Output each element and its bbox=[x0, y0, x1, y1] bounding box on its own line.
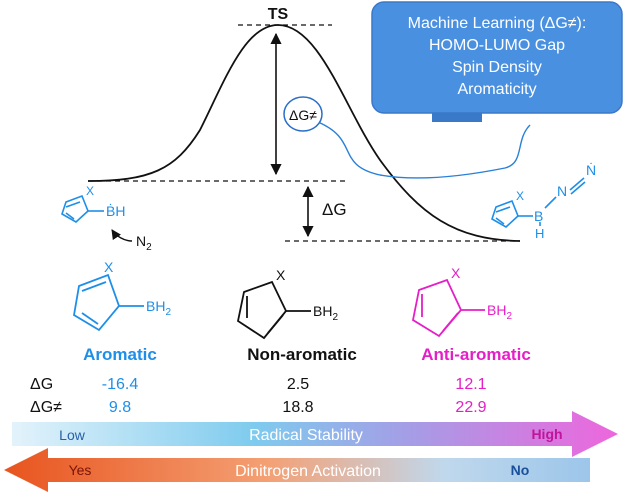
dg-act-bubble-label: ΔG≠ bbox=[289, 107, 317, 123]
energy-profile-curve bbox=[87, 24, 521, 242]
radical-stability-arrow bbox=[12, 411, 618, 457]
anti-aromatic-molecule bbox=[411, 278, 485, 338]
activation-arrow-yes: Yes bbox=[69, 462, 92, 478]
product-b: B bbox=[534, 208, 543, 224]
ml-box bbox=[371, 1, 623, 114]
non-aromatic-dg-act: 18.8 bbox=[282, 399, 313, 416]
non-aromatic-label: Non-aromatic bbox=[247, 345, 357, 364]
non-aromatic-bh2: BH2 bbox=[313, 303, 338, 323]
non-aromatic-molecule bbox=[236, 280, 311, 340]
anti-aromatic-label: Anti-aromatic bbox=[421, 345, 531, 364]
activation-arrow-no: No bbox=[511, 462, 530, 478]
ml-box-line4: Aromaticity bbox=[457, 81, 536, 98]
dinitrogen-activation-arrow bbox=[4, 448, 590, 492]
aromatic-molecule bbox=[73, 273, 144, 332]
anti-aromatic-bh2: BH2 bbox=[487, 302, 512, 322]
anti-aromatic-x: X bbox=[451, 265, 461, 281]
ml-box-line3: Spin Density bbox=[452, 59, 542, 76]
activation-arrow-center: Dinitrogen Activation bbox=[235, 463, 381, 480]
reactant-curved-arrow bbox=[111, 229, 133, 242]
reactant-bh: ḂH bbox=[106, 202, 125, 219]
aromatic-bh2: BH2 bbox=[146, 298, 171, 318]
reactant-x: X bbox=[86, 184, 94, 198]
product-molecule bbox=[491, 177, 586, 228]
row-label-dg-act: ΔG≠ bbox=[30, 399, 62, 416]
non-aromatic-x: X bbox=[276, 267, 286, 283]
row-label-dg: ΔG bbox=[30, 376, 53, 393]
product-n1: N bbox=[557, 183, 567, 199]
anti-aromatic-dg: 12.1 bbox=[455, 376, 486, 393]
dg-act-bubble bbox=[283, 96, 323, 132]
dg-label: ΔG bbox=[322, 200, 347, 219]
ml-box-line1: Machine Learning (ΔG≠): bbox=[408, 15, 587, 32]
non-aromatic-dg: 2.5 bbox=[287, 376, 309, 393]
ts-label: TS bbox=[268, 6, 289, 23]
reactant-molecule bbox=[61, 194, 104, 223]
reactant-n2: N2 bbox=[136, 233, 152, 253]
radical-arrow-low: Low bbox=[59, 427, 86, 443]
product-h: H bbox=[535, 226, 544, 241]
radical-arrow-high: High bbox=[531, 426, 562, 442]
ml-box-line2: HOMO-LUMO Gap bbox=[429, 37, 565, 54]
aromatic-x: X bbox=[104, 259, 114, 275]
aromatic-dg-act: 9.8 bbox=[109, 399, 131, 416]
aromatic-label: Aromatic bbox=[83, 345, 157, 364]
product-x: X bbox=[516, 189, 524, 203]
radical-arrow-center: Radical Stability bbox=[249, 427, 363, 444]
ml-box-tab bbox=[432, 112, 482, 122]
anti-aromatic-dg-act: 22.9 bbox=[455, 399, 486, 416]
product-n2: Ṅ bbox=[586, 161, 596, 178]
ml-connector-curve bbox=[317, 121, 531, 179]
aromatic-dg: -16.4 bbox=[102, 376, 139, 393]
